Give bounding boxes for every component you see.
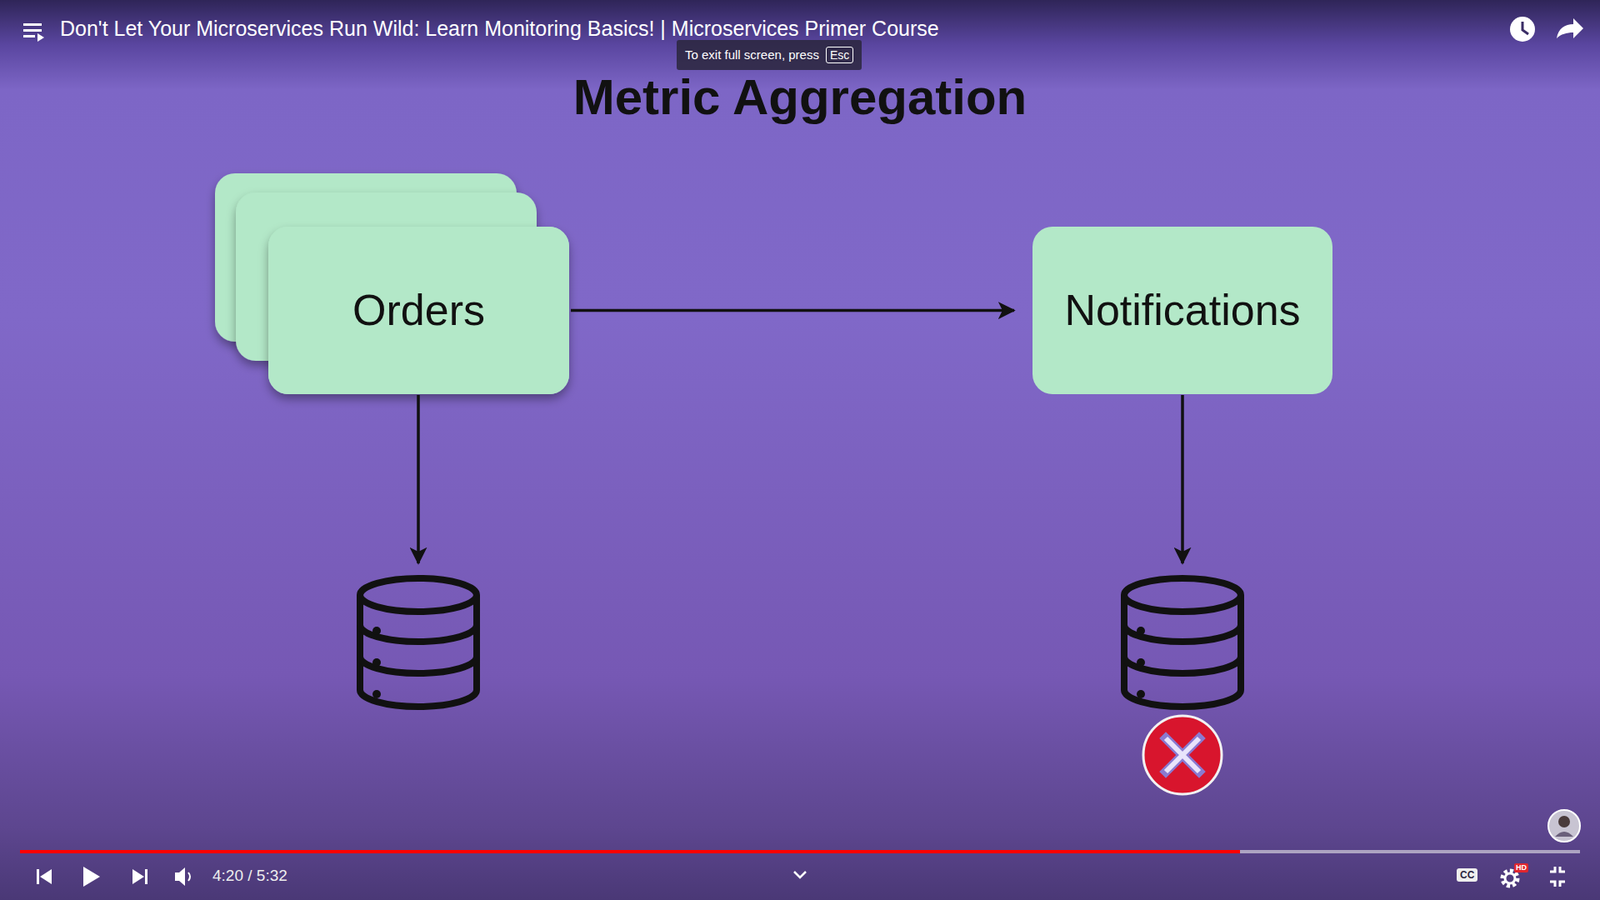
avatar-body bbox=[1555, 831, 1574, 837]
avatar-head bbox=[1558, 815, 1570, 828]
clock-hands bbox=[1522, 21, 1529, 35]
database-top bbox=[1124, 578, 1241, 612]
next-bar bbox=[145, 869, 148, 885]
exit-fullscreen-button bbox=[1550, 866, 1565, 887]
service-box: Notifications bbox=[1032, 226, 1333, 395]
failure-cross bbox=[1165, 738, 1200, 772]
db-arrow bbox=[1180, 395, 1185, 564]
speaker-wave bbox=[188, 872, 190, 881]
database-band bbox=[360, 625, 477, 642]
watch-later-icon bbox=[1510, 16, 1535, 42]
database-dot bbox=[1136, 690, 1145, 699]
previous-triangle bbox=[40, 869, 52, 885]
corner bbox=[1560, 866, 1565, 872]
progress-track bbox=[20, 850, 1580, 854]
key-hint: Esc bbox=[825, 46, 854, 65]
volume-button bbox=[175, 867, 190, 886]
captions-button: CC bbox=[1456, 868, 1478, 882]
slide-title: Metric Aggregation bbox=[0, 70, 1600, 125]
corner bbox=[1550, 866, 1555, 872]
card-shadow bbox=[268, 226, 570, 395]
share-icon bbox=[1556, 18, 1584, 39]
playlist-icon bbox=[23, 23, 45, 42]
settings-gear bbox=[1502, 870, 1518, 886]
next-button bbox=[132, 869, 148, 885]
database-side bbox=[356, 595, 364, 690]
database-icon bbox=[360, 578, 477, 707]
menu-line bbox=[23, 35, 35, 38]
failure-circle bbox=[1143, 715, 1222, 795]
box-label: Notifications bbox=[1064, 285, 1300, 336]
database-side bbox=[1120, 595, 1128, 690]
database-dot bbox=[372, 658, 381, 667]
gear-ring bbox=[1505, 873, 1515, 884]
corner bbox=[1550, 881, 1555, 887]
database-bottom bbox=[360, 690, 477, 707]
previous-bar bbox=[36, 869, 40, 885]
previous-button bbox=[36, 869, 52, 885]
play-button bbox=[83, 866, 100, 887]
channel-avatar bbox=[1548, 810, 1580, 842]
menu-line bbox=[23, 23, 42, 26]
database-dot bbox=[372, 690, 381, 699]
avatar-circle bbox=[1548, 810, 1580, 842]
flow-arrow bbox=[570, 309, 1015, 313]
database-dot bbox=[372, 626, 381, 635]
database-bottom bbox=[1124, 690, 1241, 707]
menu-play bbox=[37, 33, 45, 42]
menu-line bbox=[23, 29, 42, 32]
database-band bbox=[1124, 625, 1241, 642]
hd-badge: HD bbox=[1514, 863, 1529, 873]
service-box: Orders bbox=[268, 226, 570, 395]
database-band bbox=[360, 656, 477, 674]
video-title: Don't Let Your Microservices Run Wild: L… bbox=[60, 15, 940, 41]
database-top bbox=[360, 578, 477, 612]
corner bbox=[1560, 881, 1565, 887]
chevron-down bbox=[794, 871, 806, 878]
failure-cross bbox=[1165, 738, 1200, 772]
db-arrow bbox=[416, 395, 420, 564]
toast-text: To exit full screen, press bbox=[685, 47, 820, 63]
database-dot bbox=[1136, 626, 1145, 635]
database-dot bbox=[1136, 658, 1145, 667]
database-icon bbox=[1124, 578, 1241, 707]
database-side bbox=[473, 595, 480, 690]
failure-icon bbox=[1143, 715, 1222, 795]
next-triangle bbox=[132, 869, 145, 885]
speaker bbox=[175, 867, 185, 886]
clock-face bbox=[1510, 16, 1535, 42]
box-label: Orders bbox=[352, 285, 485, 336]
fullscreen-toast: To exit full screen, press Esc bbox=[676, 40, 862, 70]
progress-played bbox=[20, 850, 1240, 854]
gear-teeth bbox=[1502, 870, 1518, 886]
database-side bbox=[1237, 595, 1245, 690]
database-band bbox=[1124, 656, 1241, 674]
time-display: 4:20 / 5:32 bbox=[212, 866, 288, 886]
